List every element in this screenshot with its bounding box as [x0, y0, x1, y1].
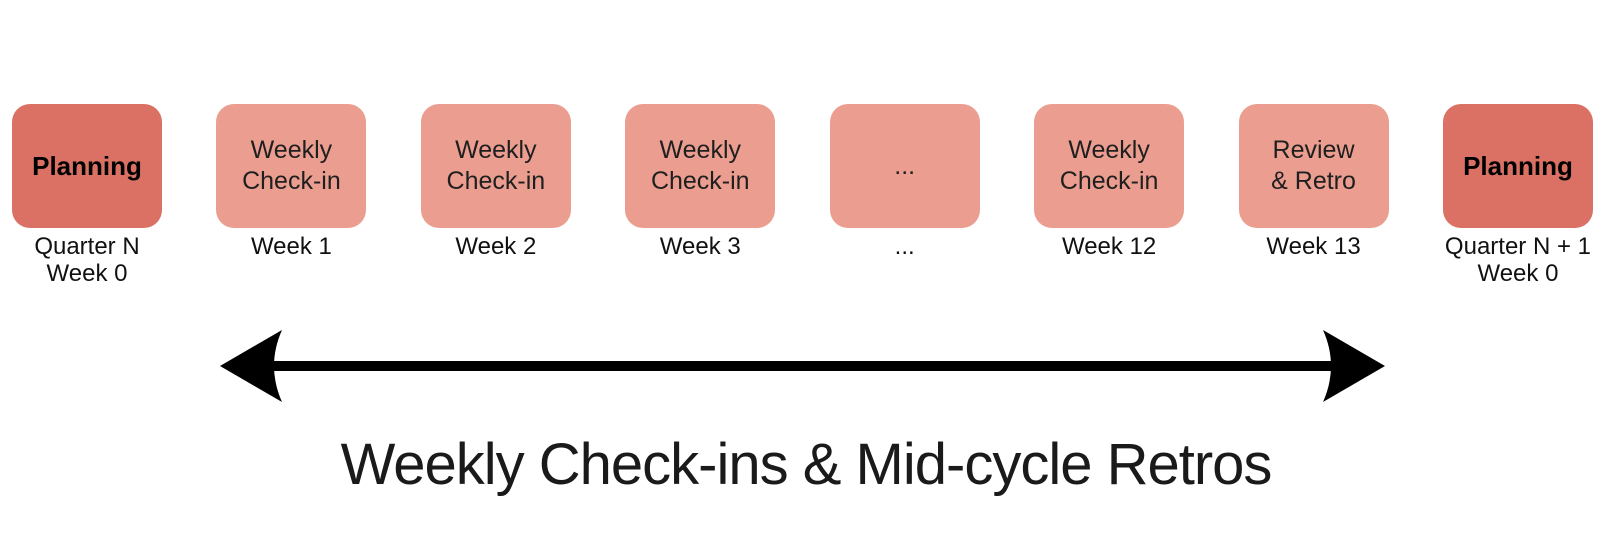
weekly-checkin-box: Weekly Check-in — [216, 104, 367, 228]
weekly-checkin-box: Weekly Check-in — [1034, 104, 1185, 228]
review-retro-box: Review & Retro — [1238, 104, 1389, 228]
timespan-arrow — [0, 316, 1612, 416]
timeline-step-week-13: Review & Retro Week 13 — [1238, 104, 1389, 287]
double-arrow-icon — [220, 330, 1385, 402]
step-week-label: Week 1 — [250, 233, 332, 260]
weekly-checkin-box: Weekly Check-in — [625, 104, 776, 228]
box-label: Review & Retro — [1271, 136, 1356, 195]
box-label: Weekly Check-in — [242, 136, 341, 195]
step-week-label: ... — [894, 233, 915, 260]
box-label: Planning — [32, 150, 142, 181]
weekly-checkin-box: Weekly Check-in — [420, 104, 571, 228]
step-week-label: Week 13 — [1266, 233, 1361, 260]
box-label: ... — [894, 151, 916, 180]
timeline-step-week-12: Weekly Check-in Week 12 — [1034, 104, 1185, 287]
step-week-label: Week 12 — [1061, 233, 1157, 260]
box-label: Weekly Check-in — [446, 136, 546, 195]
step-week-label: Week 2 — [455, 233, 537, 260]
timeline-step-week-2: Weekly Check-in Week 2 — [420, 104, 571, 287]
step-week-label: Quarter N + 1 Week 0 — [1444, 233, 1591, 287]
step-week-label: Week 3 — [659, 233, 741, 260]
box-label: Weekly Check-in — [1059, 136, 1159, 195]
timeline-step-ellipsis: ... ... — [829, 104, 980, 287]
timeline-step-week-3: Weekly Check-in Week 3 — [625, 104, 776, 287]
box-label: Weekly Check-in — [650, 136, 750, 195]
timeline-step-week-1: Weekly Check-in Week 1 — [216, 104, 367, 287]
planning-box: Planning — [1442, 104, 1593, 228]
timeline-row: Planning Quarter N Week 0 Weekly Check-i… — [12, 104, 1593, 287]
ellipsis-box: ... — [829, 104, 980, 228]
timeline-step-planning-start: Planning Quarter N Week 0 — [12, 104, 162, 287]
timeline-step-planning-next: Planning Quarter N + 1 Week 0 — [1442, 104, 1593, 287]
planning-box: Planning — [12, 104, 162, 228]
step-week-label: Quarter N Week 0 — [34, 233, 140, 287]
diagram-title: Weekly Check-ins & Mid-cycle Retros — [340, 432, 1273, 497]
box-label: Planning — [1463, 150, 1573, 181]
